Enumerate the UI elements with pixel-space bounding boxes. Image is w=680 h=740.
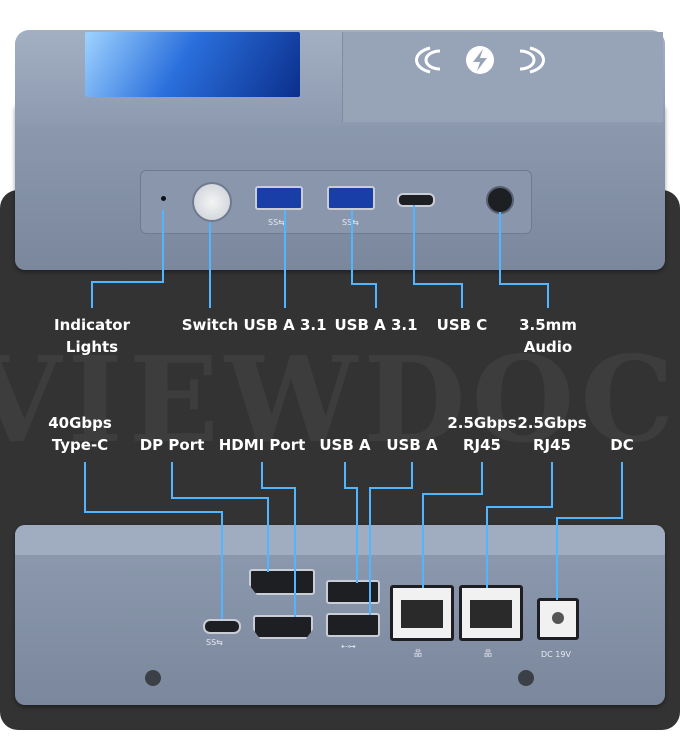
label-usb-a: USB A [386, 434, 437, 456]
leader-line-audio [499, 212, 549, 308]
leader-line-rj45-2 [486, 462, 553, 588]
label-line: Switch [181, 316, 239, 334]
leader-line-indicator [91, 210, 164, 308]
watermark-logo: VIEWDOC [0, 330, 680, 469]
label-line: USB C [436, 316, 488, 334]
label-line: DC [610, 436, 634, 454]
label-line: Lights [65, 338, 119, 356]
leader-line-usbc [413, 205, 463, 308]
touch-screen [85, 32, 300, 97]
label-line: USB A [319, 436, 371, 454]
label-line: RJ45 [532, 436, 572, 454]
label-dp-port: DP Port [140, 434, 205, 456]
rear-usb-c-port [203, 619, 241, 634]
audio-jack [486, 186, 514, 214]
front-usb-a-port-1 [255, 186, 303, 210]
label-line: 2.5Gbps [517, 414, 587, 432]
label-line: 3.5mm [519, 316, 577, 334]
front-usb-c-port [397, 193, 435, 207]
hdmi-port [253, 615, 313, 639]
label-usb-c: USB C [437, 314, 488, 336]
network-icon: 品 [484, 649, 492, 658]
label-line: 40Gbps [48, 414, 112, 432]
label-hdmi-port: HDMI Port [219, 434, 306, 456]
label-line: HDMI Port [218, 436, 306, 454]
indicator-light [161, 196, 166, 201]
leader-line-usba1 [344, 462, 358, 583]
power-switch [192, 182, 232, 222]
wireless-charging-icon [414, 46, 546, 74]
leader-line-usb2 [351, 210, 377, 308]
label-line: Type-C [51, 436, 109, 454]
label-line: Audio [523, 338, 573, 356]
label-usb-a-3-1: USB A 3.1 [334, 314, 417, 336]
label-line: USB A 3.1 [334, 316, 418, 334]
leader-line-hdmi [261, 462, 296, 617]
label-line: Indicator [53, 316, 131, 334]
ss-usb-mark: SS⇆ [206, 638, 223, 647]
label-usb-a: USB A [319, 434, 370, 456]
rear-usb-a-port-2 [326, 613, 380, 637]
leader-line-dp [171, 462, 269, 572]
label-line: USB A [386, 436, 438, 454]
leader-line-typec [84, 462, 223, 619]
leader-line-rj45-1 [422, 462, 483, 588]
rj45-port-1 [390, 585, 454, 641]
ss-usb-mark: SS⇆ [268, 218, 285, 227]
label-line: RJ45 [462, 436, 502, 454]
ss-usb-mark: SS⇆ [342, 218, 359, 227]
leader-line-usba2 [369, 462, 413, 615]
network-icon: 品 [414, 649, 422, 658]
label-usb-a-3-1: USB A 3.1 [243, 314, 326, 336]
front-usb-a-port-2 [327, 186, 375, 210]
label-dc: DC [610, 434, 633, 456]
label-line: USB A 3.1 [243, 316, 327, 334]
displayport [249, 569, 315, 595]
label-line: DP Port [139, 436, 205, 454]
screw [518, 670, 534, 686]
usb-mark: ⇠⊶ [341, 642, 356, 651]
label-line: 2.5Gbps [447, 414, 517, 432]
label-switch: Switch [182, 314, 239, 336]
screw [145, 670, 161, 686]
rj45-port-2 [459, 585, 523, 641]
leader-line-dc [556, 462, 623, 600]
wireless-charger-pad [342, 32, 663, 122]
dc-rating-mark: DC 19V [541, 650, 571, 659]
